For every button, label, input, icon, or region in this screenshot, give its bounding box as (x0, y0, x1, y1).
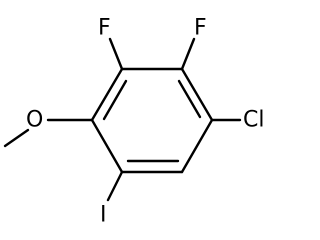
atom-label-oxygen: O (26, 108, 43, 133)
atom-label-chlorine: Cl (243, 108, 264, 133)
ring-bond-c5-c6 (90, 118, 124, 174)
ring-bond-c2-c3 (180, 67, 214, 122)
bond-o-methyl (3, 128, 30, 148)
bond-c5-i (106, 170, 124, 202)
ring-double-bond-c2-c3 (177, 79, 202, 119)
chemical-structure-diagram: F F Cl O I (3, 16, 264, 228)
bond-c2-f (180, 37, 196, 71)
atom-label-fluorine-right: F (194, 16, 207, 41)
atom-label-iodine: I (100, 203, 107, 228)
atom-label-fluorine-left: F (98, 16, 111, 41)
ring-bond-c6-c1 (90, 67, 124, 122)
bond-c1-f (108, 37, 124, 71)
ring-double-bond-c6-c1 (102, 79, 128, 121)
ring-bond-c3-c4 (180, 118, 214, 174)
